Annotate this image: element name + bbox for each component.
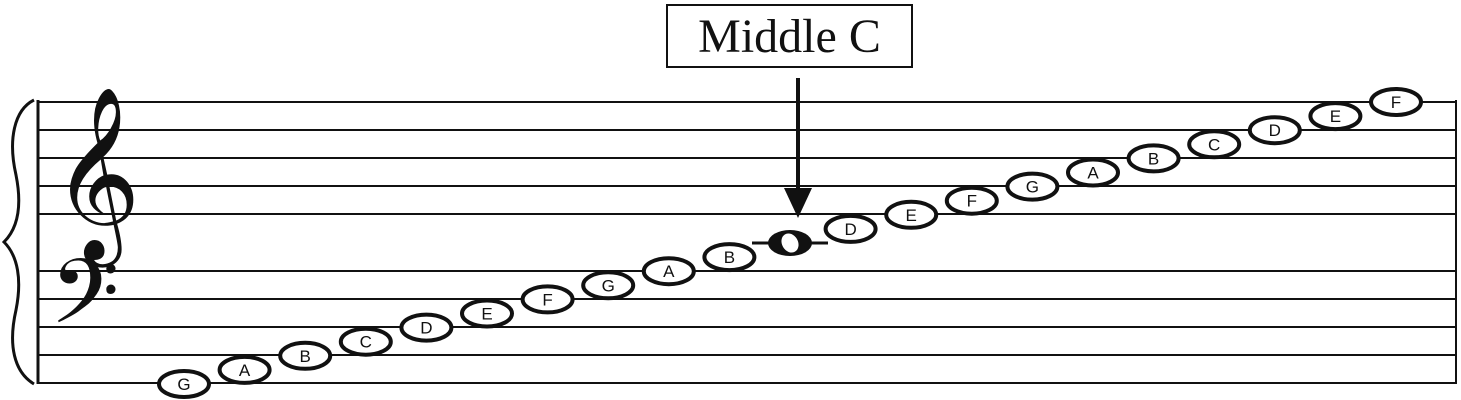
note-label: E: [1330, 107, 1341, 126]
note-head: [641, 256, 696, 287]
note-head: [1369, 87, 1423, 117]
note: G: [1005, 171, 1060, 202]
staff-lines: [38, 101, 1456, 384]
note: F: [944, 185, 999, 216]
note-head: [1066, 157, 1120, 188]
note: E: [1308, 101, 1363, 132]
note-label: G: [1026, 178, 1039, 197]
note-head: [1308, 101, 1363, 132]
note-head: [702, 242, 757, 273]
note: D: [399, 312, 454, 343]
note-label: E: [481, 305, 492, 324]
brace: [1, 98, 35, 386]
note: D: [1247, 115, 1302, 146]
note-head: [1247, 115, 1302, 146]
note: F: [520, 284, 575, 315]
note-label: B: [724, 248, 735, 267]
note-head: [278, 340, 333, 371]
note-label: A: [239, 361, 251, 380]
note-head: [1126, 143, 1181, 174]
whole-note-hole: [781, 233, 799, 253]
note: D: [823, 213, 878, 244]
note: A: [217, 354, 272, 385]
note: F: [1369, 87, 1423, 117]
note-label: B: [1148, 149, 1159, 168]
clefs: 𝄞 𝄢: [50, 86, 141, 366]
note-head: [157, 369, 211, 399]
note-head: [460, 298, 514, 329]
note-head: [1005, 171, 1060, 202]
note-head: [884, 199, 939, 230]
treble-clef-icon: 𝄞: [52, 86, 141, 268]
note: C: [338, 326, 393, 357]
note-label: F: [1391, 93, 1401, 112]
note-label: F: [542, 290, 552, 309]
note-head: [520, 284, 575, 315]
note: G: [157, 369, 211, 399]
note-label: G: [177, 375, 190, 394]
note-label: E: [906, 206, 917, 225]
note-label: D: [844, 220, 856, 239]
note-head: [217, 354, 272, 385]
note-label: G: [602, 276, 615, 295]
note: B: [702, 242, 757, 273]
note-label: F: [967, 192, 977, 211]
note-head: [338, 326, 393, 357]
note-label: A: [663, 262, 675, 281]
note-label: A: [1087, 164, 1099, 183]
note: B: [1126, 143, 1181, 174]
bass-clef-icon: 𝄢: [50, 241, 119, 366]
note-head: [823, 213, 878, 244]
notes: G A B C D E F G A B D E F G A B C D E F: [157, 87, 1423, 399]
middle-c-note: [752, 230, 828, 256]
note-head: [1187, 129, 1242, 160]
note-head: [944, 185, 999, 216]
note-label: D: [420, 319, 432, 338]
note: C: [1187, 129, 1242, 160]
note-label: C: [1208, 135, 1220, 154]
middle-c-callout: Middle C: [666, 4, 913, 68]
note-label: C: [360, 333, 372, 352]
note: A: [641, 256, 696, 287]
note-head: [581, 270, 636, 301]
note: E: [884, 199, 939, 230]
note: A: [1066, 157, 1120, 188]
note: B: [278, 340, 333, 371]
middle-c-arrow: [784, 78, 812, 218]
note: G: [581, 270, 636, 301]
note-head: [399, 312, 454, 343]
note-label: D: [1269, 121, 1281, 140]
note: E: [460, 298, 514, 329]
note-label: B: [300, 347, 311, 366]
middle-c-label: Middle C: [698, 9, 881, 63]
